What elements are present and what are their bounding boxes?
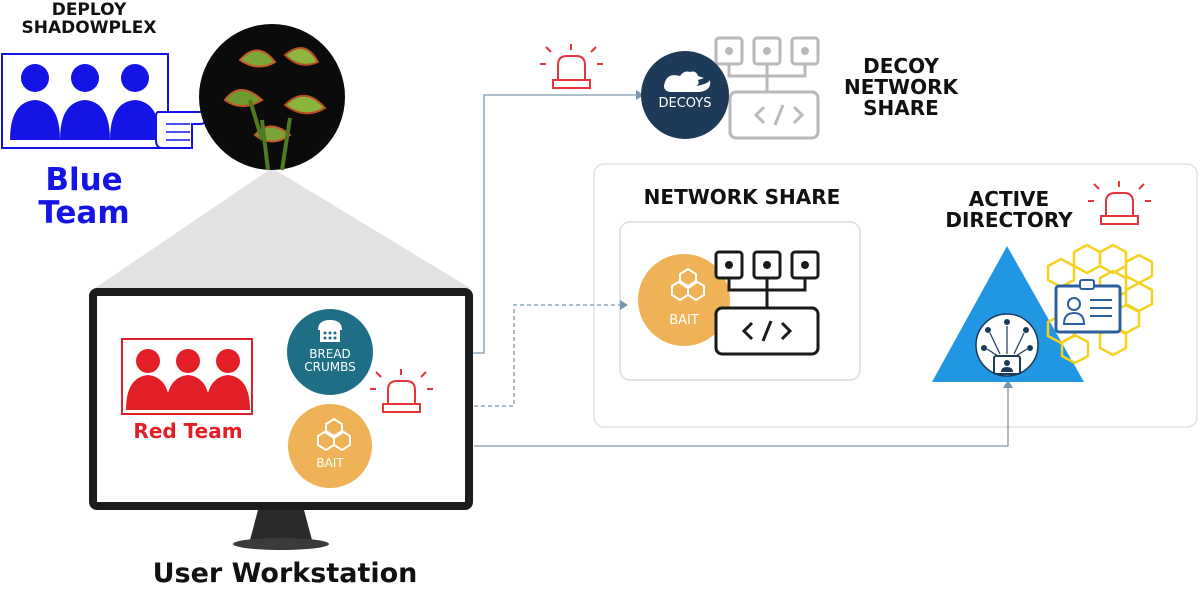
active-directory-title-line1: ACTIVE	[968, 187, 1050, 211]
blue-team-people-icon	[10, 64, 160, 140]
deploy-label-line1: DEPLOY	[51, 0, 127, 20]
bait-circle-share	[638, 254, 730, 346]
alarm-icon-workstation	[370, 369, 433, 413]
decoy-title-line3: SHARE	[863, 96, 939, 120]
decoy-share-hierarchy-icon	[714, 36, 820, 140]
alarm-icon-decoy	[540, 44, 603, 89]
bait-label-share: BAIT	[669, 313, 699, 328]
decoy-title-line1: DECOY	[863, 54, 939, 78]
decoys-label: DECOYS	[658, 96, 712, 111]
decoy-hierarchy-dots	[725, 47, 809, 55]
workstation-title: User Workstation	[152, 558, 418, 589]
blue-team-label-line2: Team	[38, 194, 130, 231]
arrowhead-share	[620, 300, 628, 310]
honeycomb-icon-workstation	[317, 417, 351, 452]
decoy-network-share-title: DECOY NETWORK SHARE	[826, 56, 976, 119]
flytrap-image	[199, 24, 345, 171]
blue-team-label: Blue Team	[18, 164, 150, 229]
deploy-label: DEPLOY SHADOWPLEX	[0, 0, 178, 38]
decoys-circle	[641, 51, 729, 139]
breadcrumbs-label-line2: CRUMBS	[304, 360, 356, 375]
bait-label-workstation: BAIT	[316, 456, 344, 470]
breadcrumbs-label-line1: BREAD	[309, 347, 351, 361]
duck-icon	[664, 71, 711, 92]
red-team-people-icon	[126, 349, 250, 410]
bait-circle-workstation	[288, 404, 372, 488]
hierarchy-dots	[725, 261, 809, 269]
id-badge-icon	[1054, 279, 1122, 334]
arrowhead-decoys	[636, 90, 644, 100]
directory-users-icon	[975, 313, 1039, 377]
breadcrumbs-label: BREAD CRUMBS	[290, 347, 370, 375]
network-share-hierarchy-icon	[714, 250, 820, 356]
decoy-title-line2: NETWORK	[843, 75, 958, 99]
bread-icon	[318, 320, 342, 342]
active-directory-title: ACTIVE DIRECTORY	[920, 189, 1098, 231]
arrowhead-ad	[1003, 380, 1013, 388]
red-team-label: Red Team	[133, 419, 243, 443]
honeycomb-icon-share	[671, 267, 705, 302]
projection-beam	[95, 168, 470, 288]
blue-team-label-line1: Blue	[45, 162, 123, 198]
breadcrumbs-circle	[287, 309, 373, 395]
alarm-icon-active-directory	[1088, 181, 1151, 225]
connector-to-active-directory	[474, 388, 1009, 447]
deploy-label-line2: SHADOWPLEX	[21, 17, 157, 38]
network-share-title: NETWORK SHARE	[643, 185, 841, 209]
active-directory-title-line2: DIRECTORY	[945, 208, 1073, 232]
